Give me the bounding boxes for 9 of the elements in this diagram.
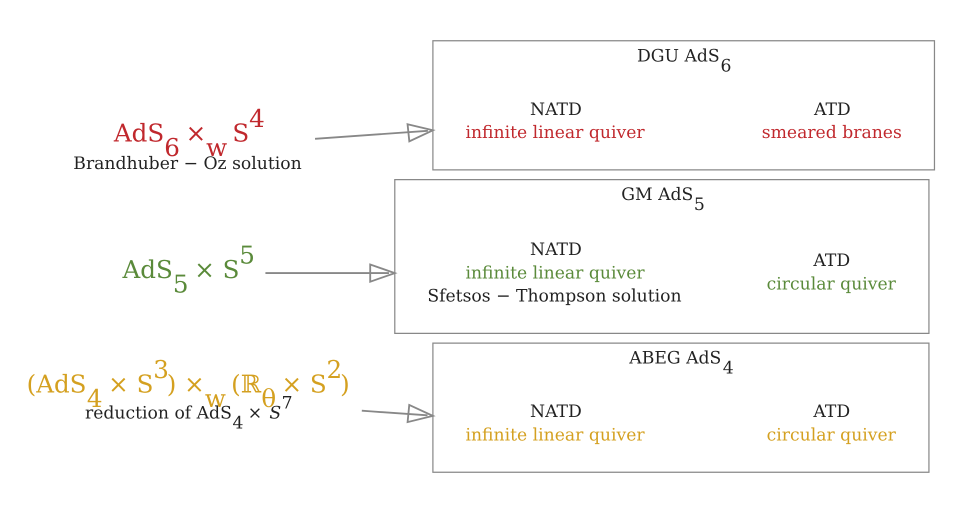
node-text: ATD circular quiver xyxy=(766,250,896,294)
node-text: NATD infinite linear quiver xyxy=(465,99,645,143)
arrow xyxy=(362,403,436,423)
arrow xyxy=(265,262,398,282)
node-text: NATD infinite linear quiver xyxy=(465,402,645,446)
node-text: ATD smeared branes xyxy=(762,99,902,143)
arrow xyxy=(314,122,436,142)
node-text: NATD infinite linear quiver Sfetsos − Thompson solution xyxy=(427,239,682,306)
node-text: ATD circular quiver xyxy=(766,402,896,446)
